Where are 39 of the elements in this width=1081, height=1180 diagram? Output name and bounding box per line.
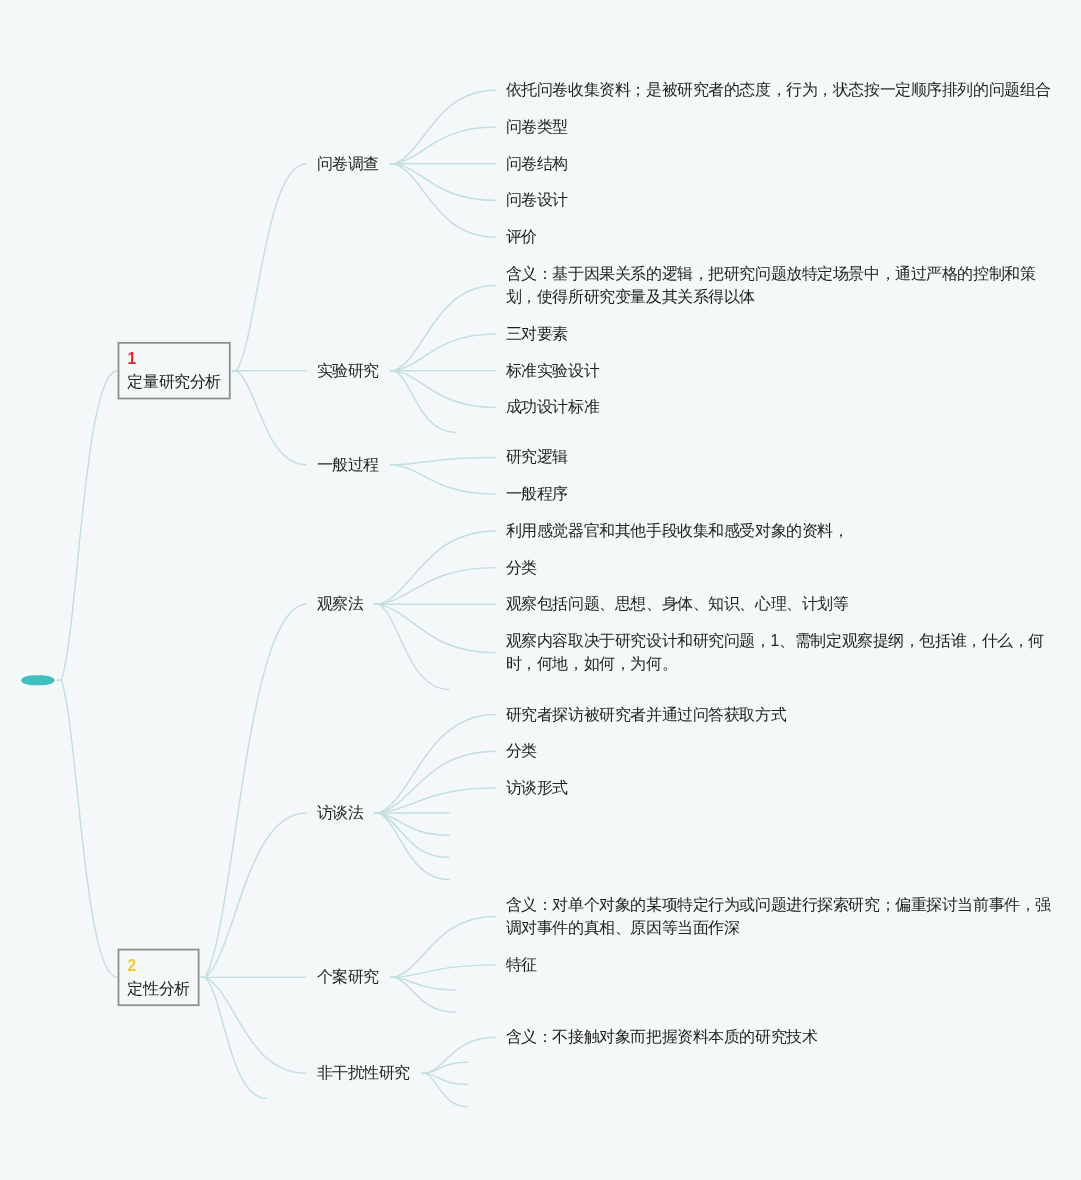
connector bbox=[389, 162, 497, 238]
node-text: 观察包括问题、思想、身体、知识、心理、计划等 bbox=[505, 594, 849, 613]
node-text: 评价 bbox=[505, 227, 537, 246]
node-text: 问卷设计 bbox=[505, 190, 569, 209]
node-text: 含义：基于因果关系的逻辑，把研究问题放特定场景中，通过严格的控制和策划，使得所研究变量及其关系得以体 bbox=[505, 263, 1036, 306]
connector bbox=[373, 603, 451, 690]
node-text: 观察内容取决于研究设计和研究问题，1、需制定观察提纲，包括谁，什么，何时，何地，如何，为何。 bbox=[505, 631, 1045, 673]
node-text: 访谈形式 bbox=[505, 778, 569, 796]
connector bbox=[56, 679, 119, 978]
node-text: 特征 bbox=[505, 954, 537, 973]
node-text: 一般程序 bbox=[505, 484, 569, 503]
node-text: 成功设计标准 bbox=[505, 397, 600, 416]
node-text: 问卷调查 bbox=[316, 153, 379, 172]
connector bbox=[200, 976, 268, 1099]
connector bbox=[389, 976, 457, 1013]
connector bbox=[420, 1072, 469, 1108]
node-text: 观察法 bbox=[316, 594, 364, 613]
node-text: 问卷类型 bbox=[505, 117, 569, 135]
node-text: 研究逻辑 bbox=[505, 447, 569, 466]
node-text: 含义：对单个对象的某项特定行为或问题进行探索研究；偏重探讨当前事件，强调对事件的真相、原因等当面作深 bbox=[505, 894, 1051, 937]
node-text: 非干扰性研究 bbox=[316, 1063, 411, 1082]
node-text: 分类 bbox=[505, 557, 537, 576]
connector bbox=[231, 369, 308, 465]
node-text: 含义：不接触对象而把握资料本质的研究技术 bbox=[505, 1027, 818, 1046]
node-text: 分类 bbox=[505, 741, 537, 760]
node-box: 2 定性分析 bbox=[117, 948, 200, 1006]
node-text: 一般过程 bbox=[316, 454, 379, 473]
node-text: 研究者探访被研究者并通过问答获取方式 bbox=[505, 704, 787, 723]
connector bbox=[389, 463, 497, 495]
node-text: 标准实验设计 bbox=[505, 360, 600, 379]
node-text: 访谈法 bbox=[316, 803, 364, 821]
node-text: 个案研究 bbox=[316, 967, 379, 986]
node-text: 问卷结构 bbox=[505, 153, 569, 172]
node-box: 1 定量研究分析 bbox=[117, 341, 231, 399]
node-bar bbox=[21, 674, 55, 685]
node-text: 依托问卷收集资料；是被研究者的态度，行为，状态按一定顺序排列的问题组合 bbox=[505, 80, 1051, 99]
node-text: 利用感觉器官和其他手段收集和感受对象的资料， bbox=[505, 521, 849, 539]
node-text: 三对要素 bbox=[505, 324, 569, 342]
node-text: 实验研究 bbox=[316, 360, 379, 379]
